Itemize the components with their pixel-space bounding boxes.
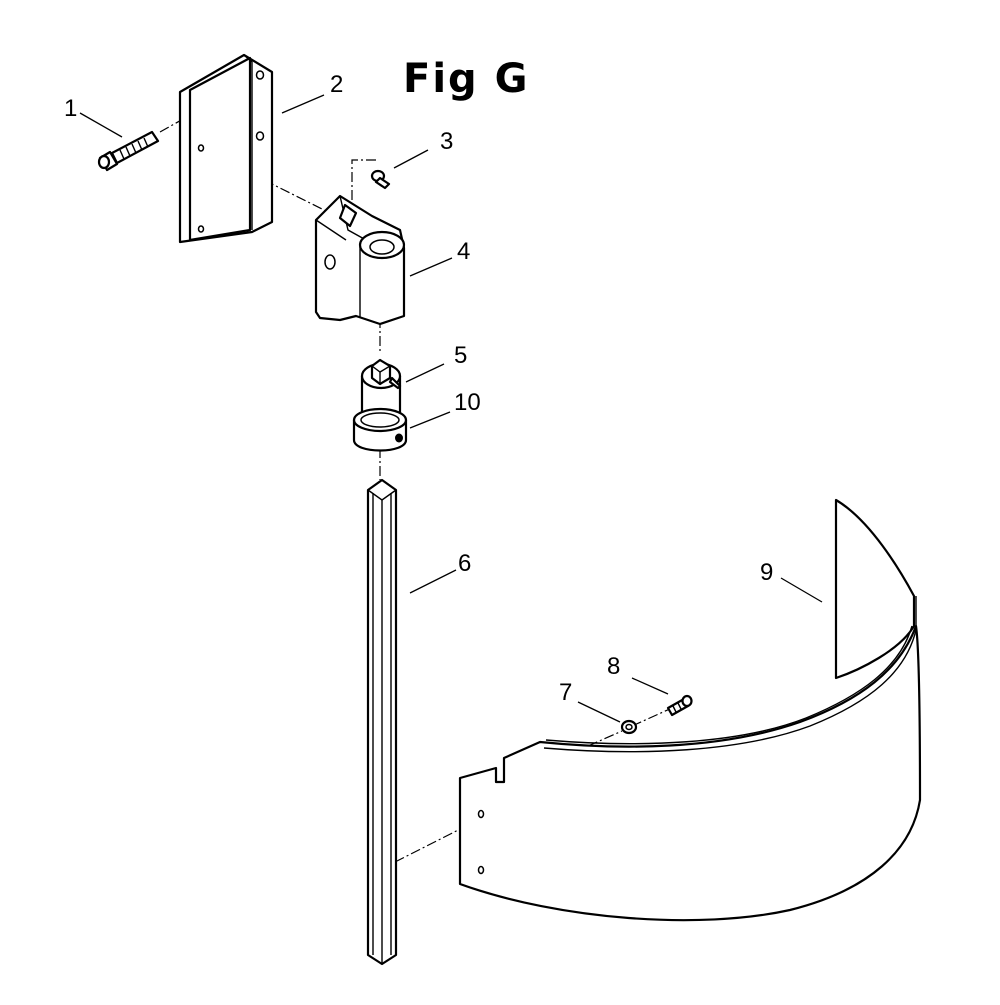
callout-8: 8: [607, 653, 620, 680]
callout-7: 7: [559, 679, 572, 706]
square-post: [366, 478, 398, 966]
callout-4: 4: [457, 238, 470, 265]
callout-1: 1: [64, 95, 77, 122]
guard-screw: [666, 694, 693, 717]
callout-2: 2: [330, 71, 343, 98]
callout-9: 9: [760, 559, 773, 586]
callout-10: 10: [454, 389, 481, 416]
cap-screw: [97, 130, 160, 172]
washer: [620, 719, 638, 735]
angle-bracket: [178, 53, 274, 244]
callout-5: 5: [454, 342, 467, 369]
figure-title: Fig G: [403, 56, 529, 102]
block-holder: [314, 194, 406, 326]
collar: [352, 407, 408, 452]
curved-guard: [458, 498, 922, 922]
small-screw: [370, 169, 391, 190]
callout-3: 3: [440, 128, 453, 155]
callout-labels: 1 2 3 4 5 10 6 9 8 7: [64, 71, 773, 706]
leader-lines: [79, 94, 823, 723]
callout-6: 6: [458, 550, 471, 577]
